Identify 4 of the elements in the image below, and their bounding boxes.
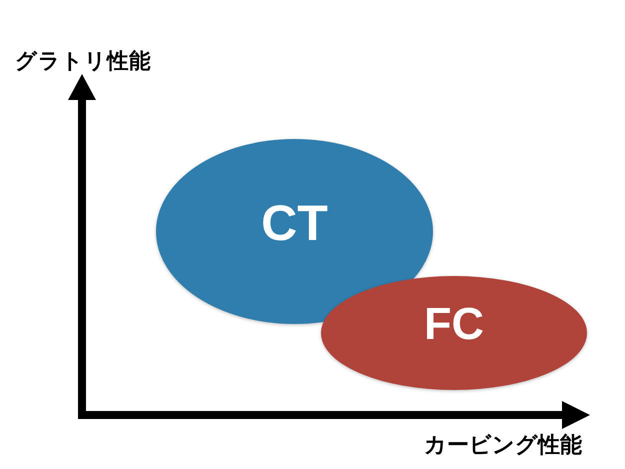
ellipse-label: FC bbox=[424, 300, 484, 346]
axis-title: グラトリ性能 bbox=[15, 51, 151, 72]
axis-title: カービング性能 bbox=[424, 435, 582, 457]
ellipse-label: CT bbox=[261, 198, 328, 248]
